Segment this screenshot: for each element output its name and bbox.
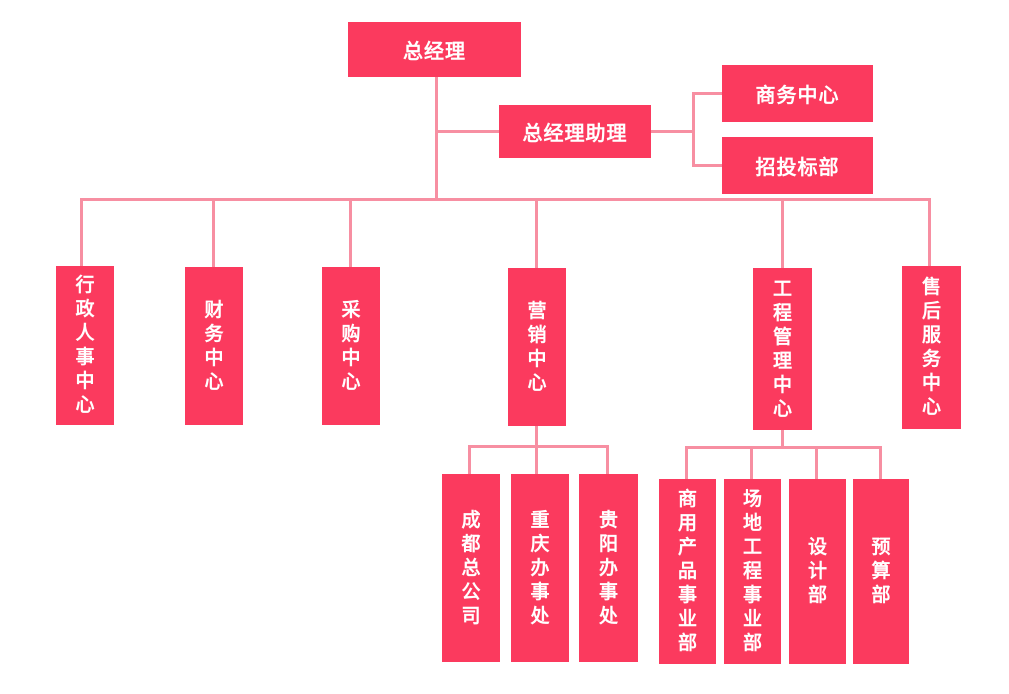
connector-main-horizontal (80, 198, 931, 201)
node-guiyang-office: 贵阳办事处 (579, 474, 638, 662)
connector-business-center (692, 92, 722, 95)
connector-drop-design (815, 446, 818, 479)
node-after-sales-service-center: 售后服务中心 (902, 266, 961, 429)
connector-drop-after-sales (928, 198, 931, 266)
connector-drop-guiyang (606, 445, 609, 474)
node-chongqing-office: 重庆办事处 (511, 474, 569, 662)
connector-assistant-left (435, 130, 499, 133)
connector-engineering-stub (781, 430, 784, 449)
connector-drop-budget (879, 446, 882, 479)
node-budget-dept: 预算部 (853, 479, 909, 664)
connector-drop-purchasing (349, 198, 352, 267)
node-finance-center: 财务中心 (185, 267, 243, 425)
connector-marketing-stub (535, 426, 538, 448)
connector-root-vertical (435, 77, 438, 201)
node-business-center: 商务中心 (722, 65, 873, 122)
node-bidding-dept: 招投标部 (722, 137, 873, 194)
node-engineering-mgmt-center: 工程管理中心 (753, 268, 812, 430)
connector-drop-admin-hr (80, 198, 83, 266)
node-gm-assistant-label: 总经理助理 (522, 121, 628, 145)
node-commercial-products-division: 商用产品事业部 (659, 479, 716, 664)
connector-bidding-dept (692, 164, 722, 167)
connector-drop-commercial-products (685, 446, 688, 479)
node-business-center-label: 商务中心 (755, 83, 840, 107)
connector-marketing-horizontal (468, 445, 609, 448)
connector-drop-engineering (781, 198, 784, 268)
connector-drop-finance (212, 198, 215, 267)
node-chengdu-headquarters: 成都总公司 (442, 474, 500, 662)
node-gm-assistant: 总经理助理 (499, 105, 651, 158)
connector-drop-chengdu (468, 445, 471, 474)
connector-assistant-branch-vertical (692, 92, 695, 167)
connector-drop-chongqing (535, 445, 538, 474)
node-admin-hr-center: 行政人事中心 (56, 266, 114, 425)
node-bidding-dept-label: 招投标部 (755, 155, 840, 179)
connector-assistant-right (651, 130, 695, 133)
node-site-engineering-division: 场地工程事业部 (724, 479, 781, 664)
connector-engineering-horizontal (685, 446, 882, 449)
node-general-manager: 总经理 (348, 22, 521, 77)
node-design-dept: 设计部 (789, 479, 846, 664)
connector-drop-site-engineering (750, 446, 753, 479)
connector-drop-marketing (535, 198, 538, 268)
node-general-manager-label: 总经理 (403, 39, 466, 63)
node-marketing-center: 营销中心 (508, 268, 566, 426)
node-purchasing-center: 采购中心 (322, 267, 380, 425)
